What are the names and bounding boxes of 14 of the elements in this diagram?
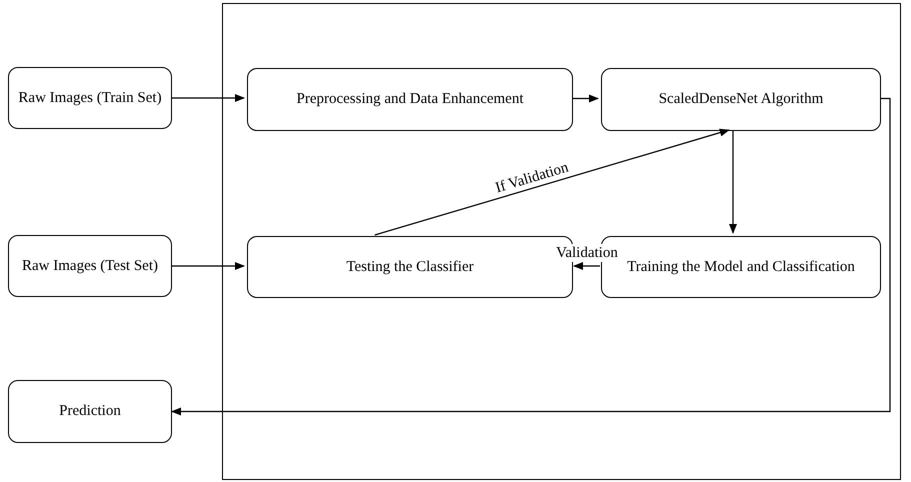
- process-box: Raw Images (Test Set): [8, 235, 172, 297]
- arrow: [172, 94, 245, 102]
- arrow: [172, 262, 245, 270]
- arrow: [572, 94, 599, 102]
- process-box: Raw Images (Train Set): [8, 67, 172, 129]
- edge-label: Validation: [555, 244, 619, 262]
- process-box: Preprocessing and Data Enhancement: [247, 68, 573, 131]
- arrow: [729, 130, 737, 234]
- container-frame: [222, 3, 901, 480]
- arrow: [374, 128, 730, 236]
- arrow: [573, 262, 600, 270]
- process-box: ScaledDenseNet Algorithm: [601, 68, 881, 131]
- process-box: Prediction: [8, 380, 172, 443]
- arrow: [171, 98, 891, 416]
